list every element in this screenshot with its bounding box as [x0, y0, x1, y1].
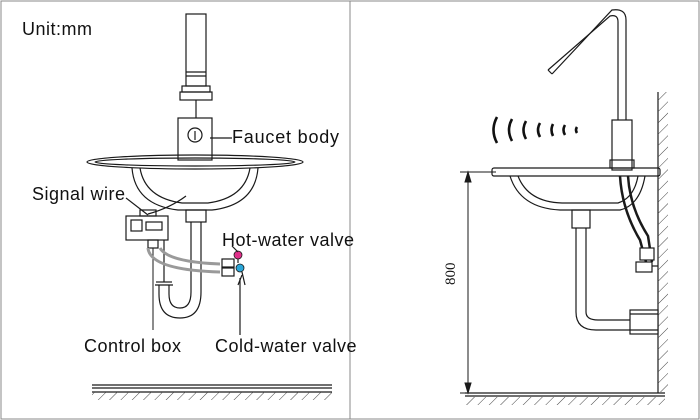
signal-wire-leader — [125, 197, 149, 216]
basin-right — [491, 167, 661, 211]
hot-valve-leader — [231, 245, 239, 253]
height-dimension-label: 800 — [443, 262, 459, 286]
hot-water-valve-left — [221, 250, 243, 268]
faucet-body-left — [177, 13, 213, 161]
wall-right — [657, 92, 668, 393]
unit-label: Unit:mm — [22, 19, 93, 39]
sensor-signal-icon — [492, 116, 579, 144]
faucet-body-label: Faucet body — [232, 127, 340, 147]
signal-wire — [147, 195, 187, 215]
control-box-label: Control box — [84, 336, 182, 356]
faucet-spout-right — [547, 9, 635, 171]
cold-water-valve-label: Cold-water valve — [215, 336, 358, 356]
drain-trap-left — [155, 209, 207, 319]
drain-trap-right — [571, 209, 659, 335]
side-view — [460, 9, 668, 405]
control-box-device — [125, 209, 169, 330]
supply-hoses-right — [618, 175, 658, 273]
front-view — [86, 13, 332, 400]
supply-hoses-left — [146, 247, 221, 274]
signal-wire-label: Signal wire — [32, 184, 126, 204]
floor-right — [465, 392, 665, 405]
floor-left — [92, 384, 332, 400]
height-dimension — [460, 170, 496, 395]
hot-water-valve-label: Hot-water valve — [222, 230, 355, 250]
